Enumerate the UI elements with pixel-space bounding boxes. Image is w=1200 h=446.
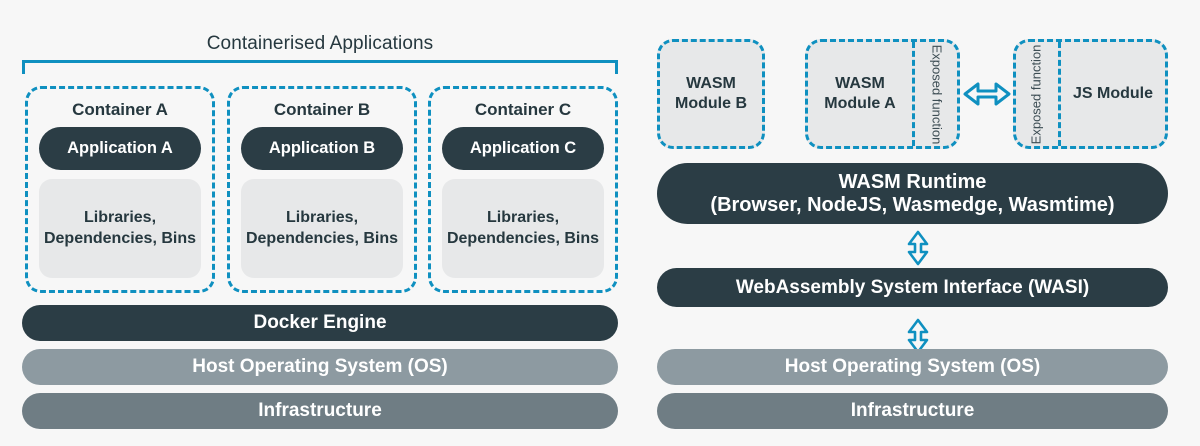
wasm-module-a-exposed-function-text: Exposed function (929, 44, 945, 144)
container-c-libraries: Libraries, Dependencies, Bins (442, 179, 604, 278)
left-infrastructure-bar: Infrastructure (22, 393, 618, 429)
js-module-label: JS Module (1072, 85, 1153, 103)
containerised-applications-bracket (22, 60, 618, 74)
wasm-module-b-label: WASM Module B (675, 75, 747, 112)
container-a-libraries: Libraries, Dependencies, Bins (39, 179, 201, 278)
right-host-os-bar: Host Operating System (OS) (657, 349, 1168, 385)
js-module-exposed-function: Exposed function (1016, 42, 1061, 146)
application-c-pill: Application C (442, 127, 604, 170)
wasm-runtime-line-2: (Browser, NodeJS, Wasmedge, Wasmtime) (710, 193, 1115, 216)
right-infrastructure-bar: Infrastructure (657, 393, 1168, 429)
container-b-title: Container B (273, 100, 371, 119)
wasm-runtime-bar: WASM Runtime (Browser, NodeJS, Wasmedge,… (657, 163, 1168, 224)
wasm-module-a-exposed-function: Exposed function (912, 42, 957, 146)
wasi-bar: WebAssembly System Interface (WASI) (657, 268, 1168, 307)
wasm-module-a-label: WASM Module A (824, 75, 896, 112)
container-b-box: Container B Application B Libraries, Dep… (227, 86, 417, 293)
left-host-os-bar: Host Operating System (OS) (22, 349, 618, 385)
wasm-module-b-box: WASM Module B (657, 39, 765, 149)
runtime-to-wasi-arrow-icon (903, 229, 933, 267)
container-a-box: Container A Application A Libraries, Dep… (25, 86, 215, 293)
container-a-title: Container A (72, 100, 168, 119)
wasm-module-a-box: WASM Module A Exposed function (805, 39, 960, 149)
module-interop-arrow-icon (962, 78, 1012, 110)
application-a-pill: Application A (39, 127, 201, 170)
js-module-exposed-function-text: Exposed function (1028, 44, 1044, 144)
application-b-pill: Application B (241, 127, 403, 170)
wasm-runtime-line-1: WASM Runtime (838, 171, 987, 194)
containerised-applications-label: Containerised Applications (206, 33, 434, 54)
container-c-box: Container C Application C Libraries, Dep… (428, 86, 618, 293)
container-c-title: Container C (474, 100, 572, 119)
container-b-libraries: Libraries, Dependencies, Bins (241, 179, 403, 278)
docker-engine-bar: Docker Engine (22, 305, 618, 341)
js-module-box: Exposed function JS Module (1013, 39, 1168, 149)
